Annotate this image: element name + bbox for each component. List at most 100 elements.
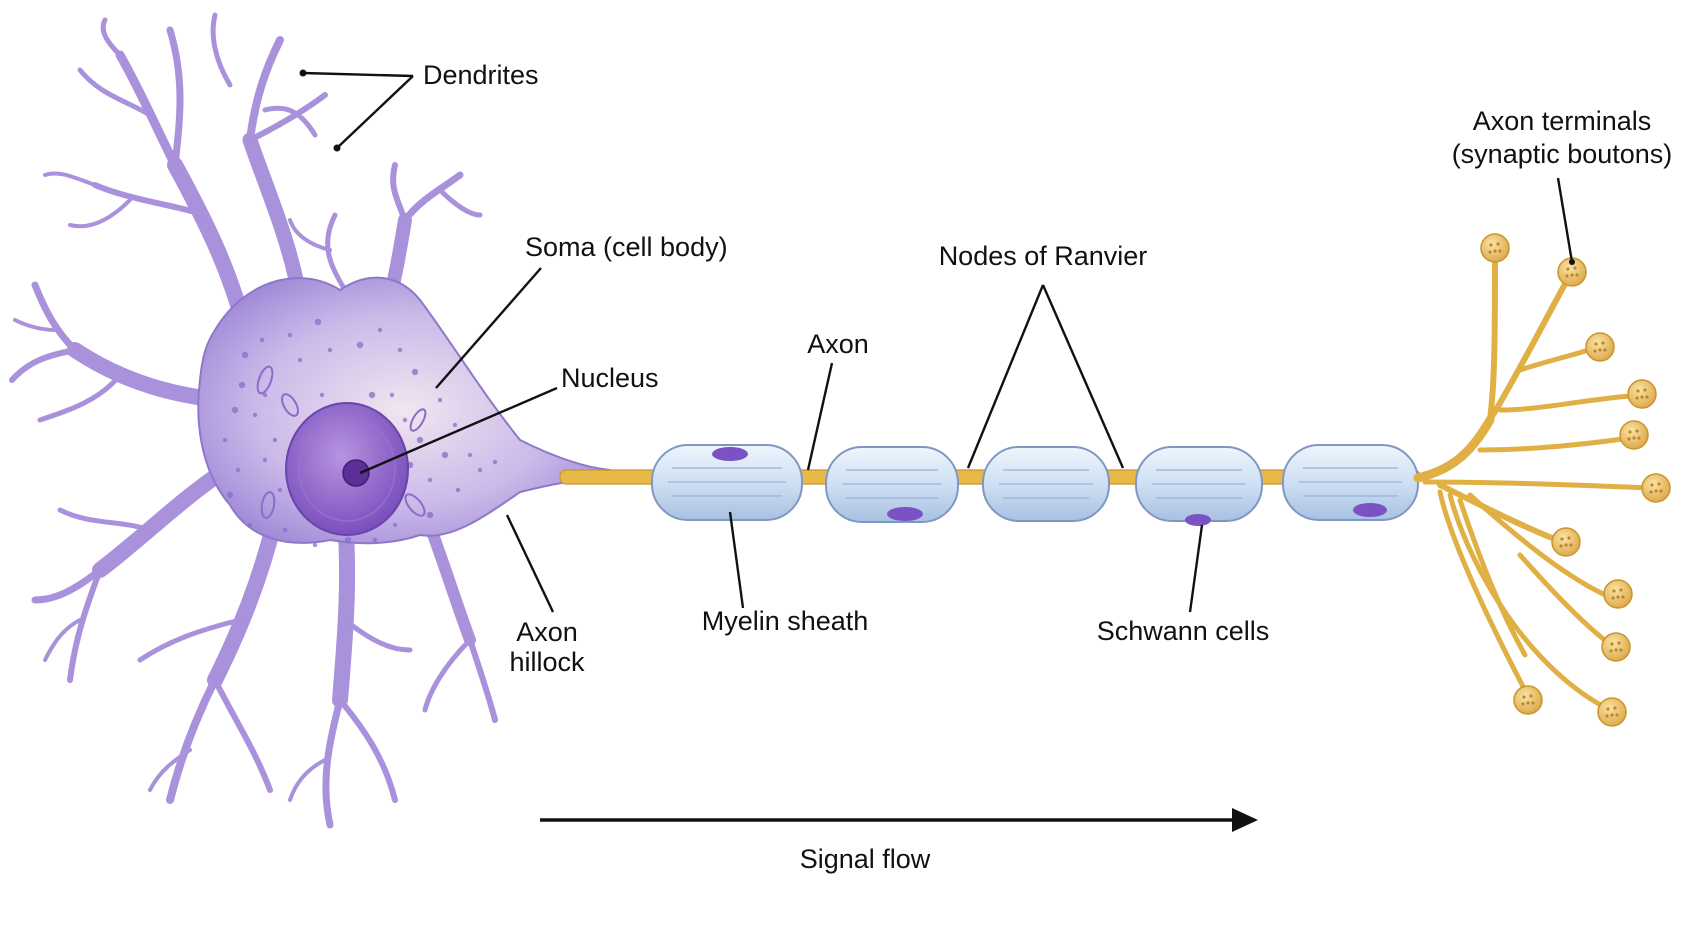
- terminal-branch: [1437, 482, 1568, 546]
- synaptic-vesicle: [1559, 544, 1563, 548]
- synaptic-vesicle: [1610, 642, 1614, 646]
- dendrite-branch: [57, 507, 153, 533]
- organelle-speckle: [455, 487, 461, 493]
- synaptic-vesicle: [1635, 429, 1639, 433]
- synaptic-vesicle: [1601, 341, 1605, 345]
- synaptic-vesicle: [1657, 482, 1661, 486]
- nucleolus: [342, 459, 370, 487]
- dendrite-branch: [390, 162, 408, 223]
- organelle-speckle: [222, 437, 228, 443]
- organelle-speckle: [492, 459, 498, 465]
- synaptic-bouton: [1585, 332, 1615, 362]
- schwann-cells-leader: [1188, 524, 1204, 613]
- synaptic-bouton: [1603, 579, 1633, 609]
- leader-lines: [299, 69, 1575, 613]
- dendrite-branch: [43, 618, 82, 662]
- synaptic-vesicle: [1612, 589, 1616, 593]
- myelin-segment: [982, 446, 1110, 522]
- synaptic-vesicle: [1598, 348, 1602, 352]
- synaptic-bouton: [1513, 685, 1543, 715]
- label-dendrites: Dendrites: [423, 60, 539, 90]
- axon-terminals-group: [1413, 247, 1653, 713]
- synaptic-vesicle: [1621, 595, 1625, 599]
- dendrite-branch: [68, 198, 132, 229]
- synaptic-bouton: [1641, 473, 1671, 503]
- dendrite-branch: [322, 696, 344, 829]
- synaptic-vesicle: [1615, 713, 1619, 717]
- label-axon-terminals-line2: (synaptic boutons): [1452, 139, 1673, 169]
- myelin-segment: [825, 446, 959, 523]
- schwann-cell-nucleus: [1353, 503, 1387, 517]
- dendrite-branch: [67, 567, 103, 683]
- organelle-speckle: [441, 451, 449, 459]
- synaptic-vesicle: [1649, 490, 1653, 494]
- nodes-of-ranvier-leader: [1041, 284, 1125, 469]
- dendrites-leader: [302, 71, 414, 78]
- synaptic-vesicle: [1613, 706, 1617, 710]
- myelin-segment: [1282, 444, 1419, 521]
- myelin-segment: [1135, 446, 1263, 526]
- dendrite-branch: [43, 171, 97, 187]
- synaptic-bouton: [1551, 527, 1581, 557]
- terminal-branch: [1477, 435, 1633, 453]
- dendrite-branch: [207, 512, 283, 688]
- mitochondria-group: [256, 365, 427, 519]
- organelle-speckle: [297, 357, 303, 363]
- organelle-speckle: [402, 417, 408, 423]
- synaptic-vesicle: [1611, 596, 1615, 600]
- synaptic-vesicle: [1614, 648, 1618, 652]
- synaptic-vesicle: [1659, 489, 1663, 493]
- organelle-speckle: [319, 392, 325, 398]
- myelin-sheath-group: [651, 444, 1419, 526]
- organelle-speckle: [252, 412, 258, 418]
- organelle-speckle: [235, 467, 241, 473]
- dendrite-branch: [332, 512, 356, 708]
- synaptic-vesicle: [1570, 273, 1574, 277]
- synaptic-vesicle: [1654, 489, 1658, 493]
- organelle-speckle: [452, 422, 458, 428]
- dendrite-branch: [262, 105, 318, 138]
- dendrite-branch: [115, 50, 180, 170]
- axon-hillock-leader: [505, 514, 555, 613]
- dendrite-branch: [166, 26, 184, 169]
- organelle-speckle: [238, 381, 246, 389]
- dendrite-branch: [467, 637, 498, 723]
- dendrite-branch: [288, 758, 327, 802]
- synaptic-vesicle: [1603, 348, 1607, 352]
- synaptic-vesicle: [1564, 543, 1568, 547]
- synaptic-vesicle: [1632, 436, 1636, 440]
- synaptic-vesicle: [1560, 537, 1564, 541]
- synaptic-vesicle: [1522, 695, 1526, 699]
- synaptic-vesicle: [1567, 536, 1571, 540]
- synaptic-bouton: [1619, 420, 1649, 450]
- dendrite-branch: [92, 462, 233, 578]
- organelle-speckle: [272, 437, 278, 443]
- dendrite-branch: [13, 318, 57, 332]
- mitochondrion: [256, 365, 274, 395]
- organelle-speckle: [287, 332, 293, 338]
- label-nodes-of-ranvier: Nodes of Ranvier: [939, 241, 1148, 271]
- synaptic-vesicle: [1628, 430, 1632, 434]
- nucleus-leader: [359, 386, 558, 475]
- organelle-speckle: [327, 347, 333, 353]
- organelle-speckle: [344, 536, 352, 544]
- organelle-speckle: [277, 487, 283, 493]
- dendrite-branch: [31, 281, 79, 354]
- mitochondrion: [260, 491, 276, 519]
- synaptic-vesicle: [1627, 437, 1631, 441]
- terminal-branch: [1487, 272, 1573, 423]
- terminal-branch: [1422, 479, 1653, 491]
- organelle-speckle: [397, 347, 403, 353]
- terminal-branch: [1467, 492, 1613, 600]
- dendrite-branch: [288, 218, 332, 252]
- organelle-speckle: [262, 457, 268, 463]
- dendrite-branch: [246, 36, 284, 144]
- dendrite-branch: [137, 617, 243, 663]
- synaptic-vesicle: [1605, 714, 1609, 718]
- organelle-speckle: [282, 527, 288, 533]
- label-nucleus: Nucleus: [561, 363, 659, 393]
- synaptic-vesicle: [1650, 483, 1654, 487]
- synaptic-vesicle: [1617, 641, 1621, 645]
- synaptic-vesicle: [1566, 267, 1570, 271]
